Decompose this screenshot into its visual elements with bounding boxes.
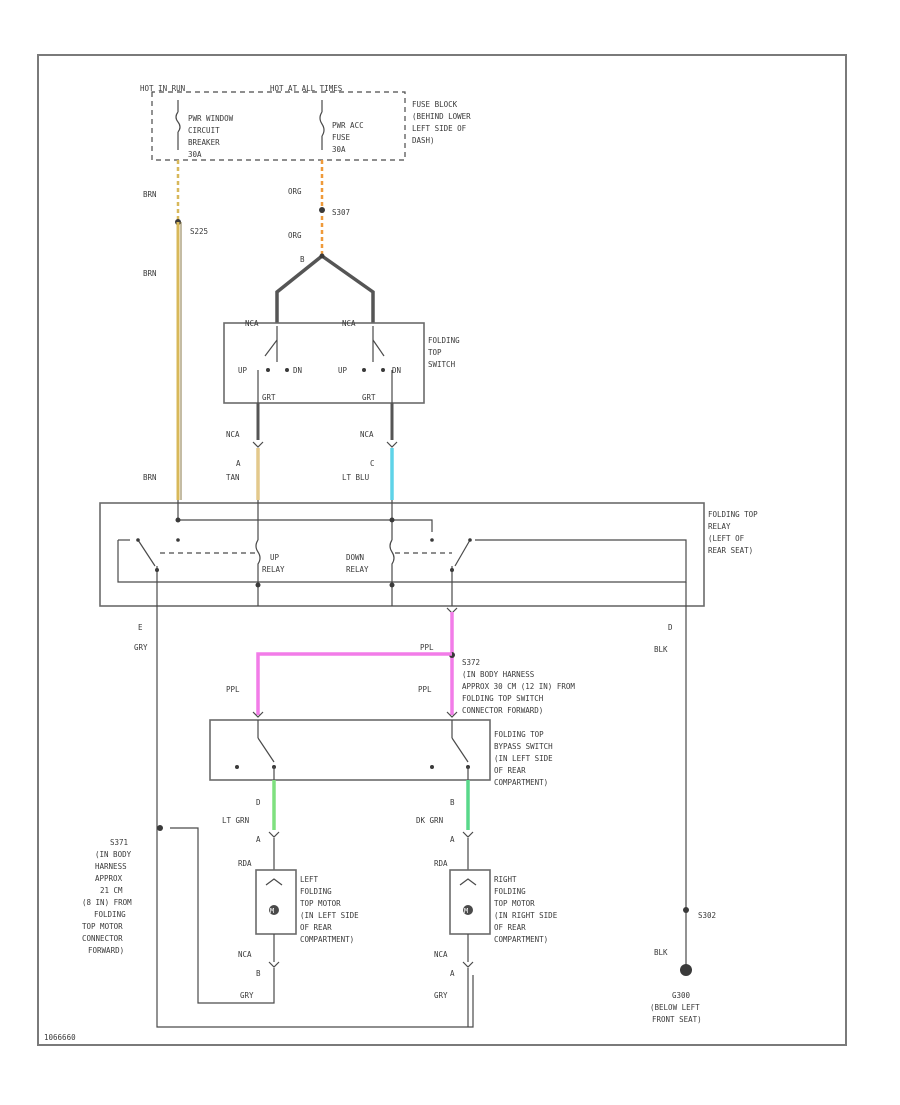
fuse-block-label: FUSE BLOCK (BEHIND LOWER LEFT SIDE OF DA… [412,100,475,145]
ground-symbol [680,964,692,976]
brn-mid-label: BRN [143,269,157,278]
pin-a3-label: A [450,835,455,844]
hot-in-run-label: HOT IN RUN [140,84,185,93]
lt-grn-label: LT GRN [222,816,249,825]
fuse-block: HOT IN RUN HOT AT ALL TIMES PWR WINDOW C… [140,84,475,161]
down-relay-label: DOWN RELAY [346,553,369,574]
pin-a4-label: A [450,969,455,978]
ppl-right-label: PPL [418,685,432,694]
relay-name-label: FOLDING TOP RELAY (LEFT OF REAR SEAT) [708,510,762,555]
bypass-switch: FOLDING TOP BYPASS SWITCH (IN LEFT SIDE … [209,711,557,787]
pwr-window-cb-label: PWR WINDOW CIRCUIT BREAKER 30A [188,114,238,159]
nca-left-label: NCA [245,319,259,328]
gry-mr-label: GRY [434,991,448,1000]
figure-id: 1066660 [44,1033,76,1042]
rda-left-label: RDA [238,859,252,868]
gry-ml-label: GRY [240,991,254,1000]
relay-output-wires: E GRY D BLK PPL S372 (IN BODY HARNESS AP… [134,606,687,1028]
up-right-label: UP [338,366,348,375]
svg-text:M: M [464,907,468,915]
pin-b2-label: B [450,798,455,807]
rda-right-label: RDA [434,859,448,868]
nca-ml-label: NCA [238,950,252,959]
s371-splice: S371 (IN BODY HARNESS APPROX 21 CM (8 IN… [82,825,163,955]
pin-b3-label: B [256,969,261,978]
pin-d-label: D [668,623,673,632]
grt-right-label: GRT [362,393,376,402]
tan-label: TAN [226,473,240,482]
s307-label: S307 [332,208,350,217]
nca-a-label: NCA [226,430,240,439]
up-relay-label: UP RELAY [262,553,285,574]
right-folding-top-motor: M RIGHT FOLDING TOP MOTOR (IN RIGHT SIDE… [434,869,562,1027]
bypass-switch-label: FOLDING TOP BYPASS SWITCH (IN LEFT SIDE … [494,730,557,787]
brn-relay-label: BRN [143,473,157,482]
ppl-left-label: PPL [226,685,240,694]
right-motor-label: RIGHT FOLDING TOP MOTOR (IN RIGHT SIDE O… [494,875,562,944]
org-circuit: ORG S307 ORG B [275,160,375,323]
blk-d-label: BLK [654,645,668,654]
up-left-label: UP [238,366,248,375]
nca-mr-label: NCA [434,950,448,959]
org-top-label: ORG [288,187,302,196]
nca-c-label: NCA [360,430,374,439]
brn-circuit: BRN S225 BRN [143,160,208,500]
pin-c-label: C [370,459,375,468]
dn-right-label: DN [392,366,401,375]
folding-top-relay: FOLDING TOP RELAY (LEFT OF REAR SEAT) UP… [99,500,762,607]
grt-left-label: GRT [262,393,276,402]
pin-a-label: A [236,459,241,468]
switch-pin-b: B [300,255,305,264]
pin-e-label: E [138,623,143,632]
nca-right-label: NCA [342,319,356,328]
brn-top-label: BRN [143,190,157,199]
s371-label: S371 (IN BODY HARNESS APPROX 21 CM (8 IN… [82,838,136,955]
ppl-wire-branch [256,652,452,715]
lt-blu-label: LT BLU [342,473,369,482]
pwr-acc-fuse-label: PWR ACC FUSE 30A [332,121,368,154]
ppl-top-label: PPL [420,643,434,652]
gry-e-label: GRY [134,643,148,652]
left-motor-label: LEFT FOLDING TOP MOTOR (IN LEFT SIDE OF … [300,875,363,944]
switch-name-label: FOLDING TOP SWITCH [428,336,464,369]
blk-g-label: BLK [654,948,668,957]
s225-label: S225 [190,227,208,236]
ground-label: G300 (BELOW LEFT FRONT SEAT) [650,991,704,1024]
pin-d2-label: D [256,798,261,807]
motor-feed-wires: D LT GRN B DK GRN A A RDA RDA [222,780,474,870]
s302-label: S302 [698,911,716,920]
s372-label: S372 (IN BODY HARNESS APPROX 30 CM (12 I… [462,658,579,715]
svg-text:M: M [270,907,274,915]
folding-top-switch: NCA NCA FOLDING TOP SWITCH UP DN UP DN G… [223,319,464,404]
diagram-frame [37,54,847,1046]
dk-grn-label: DK GRN [416,816,443,825]
hot-at-all-times-label: HOT AT ALL TIMES [270,84,343,93]
dn-left-label: DN [293,366,302,375]
switch-feed-wire [275,254,375,323]
pin-a2-label: A [256,835,261,844]
left-folding-top-motor: M LEFT FOLDING TOP MOTOR (IN LEFT SIDE O… [170,827,363,1004]
org-bot-label: ORG [288,231,302,240]
ground-g300: S302 BLK G300 (BELOW LEFT FRONT SEAT) [650,907,716,1024]
switch-output-wires: NCA NCA A TAN C LT BLU BRN [143,403,398,500]
